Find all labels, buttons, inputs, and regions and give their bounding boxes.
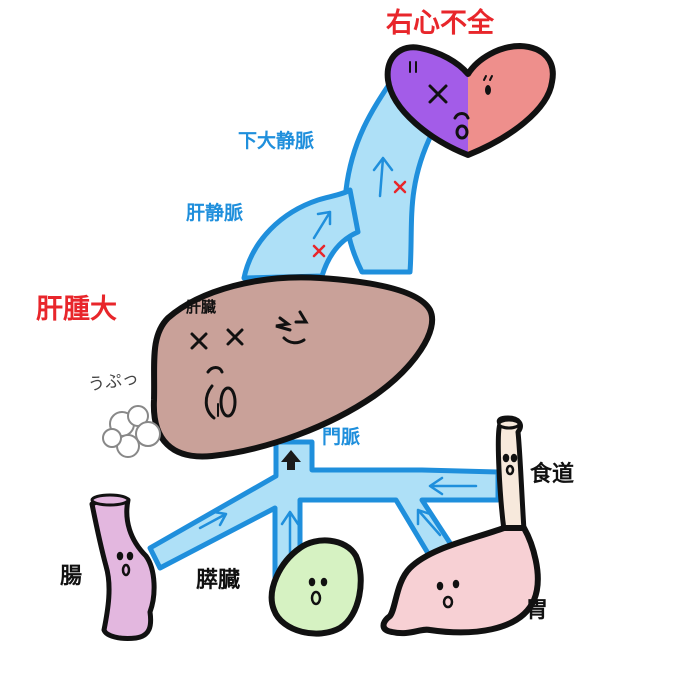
portal-vein-label: 門脈 — [322, 426, 361, 448]
pancreas — [268, 537, 364, 637]
intestine — [89, 493, 157, 641]
hepatic-vein-label: 肝静脈 — [186, 202, 244, 224]
pancreas-label: 膵臓 — [196, 568, 241, 593]
intestine-label: 腸 — [60, 564, 83, 589]
portal-flow-arrow — [281, 450, 301, 470]
heart-failure-label: 右心不全 — [386, 8, 494, 39]
esophagus — [495, 415, 527, 533]
liver-label: 肝臓 — [186, 298, 217, 316]
congestion-marks — [312, 180, 407, 258]
burp-cloud — [102, 405, 161, 458]
heart-outline — [384, 43, 556, 158]
esophagus-label: 食道 — [530, 462, 575, 487]
ivc-label: 下大静脈 — [238, 130, 315, 152]
hepatomegaly-label: 肝腫大 — [36, 294, 117, 325]
liver — [150, 274, 436, 460]
portal-vein — [147, 439, 501, 615]
stomach-label: 胃 — [526, 598, 549, 623]
hepatic-vein — [241, 187, 361, 281]
liver-face — [190, 310, 309, 420]
stomach — [380, 525, 541, 637]
heart-face — [409, 61, 493, 140]
